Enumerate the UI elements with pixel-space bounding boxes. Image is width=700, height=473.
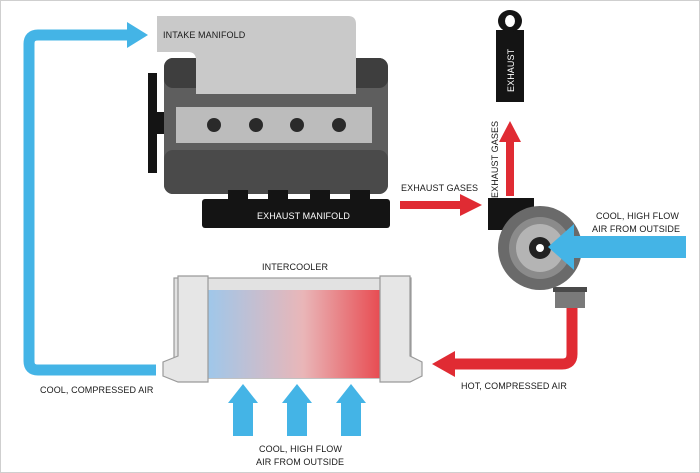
cool-air-arrow-2 bbox=[282, 384, 312, 436]
intake-manifold bbox=[157, 16, 356, 94]
cylinder-2 bbox=[249, 118, 263, 132]
compressor-outlet bbox=[555, 288, 585, 308]
cool-air-arrow-1 bbox=[228, 384, 258, 436]
hot-compressed-air-label: HOT, COMPRESSED AIR bbox=[461, 381, 567, 391]
cool-air-right-label-line2: AIR FROM OUTSIDE bbox=[592, 224, 680, 234]
cylinder-4 bbox=[332, 118, 346, 132]
cool-air-bottom-label-line1: COOL, HIGH FLOW bbox=[259, 444, 342, 454]
cool-air-intake-arrow bbox=[548, 224, 686, 270]
bottom-cool-air-arrows bbox=[228, 384, 366, 436]
exhaust-pipe bbox=[496, 10, 524, 102]
intercooler-right-tank bbox=[379, 275, 423, 383]
cool-compressed-air-label: COOL, COMPRESSED AIR bbox=[40, 385, 154, 395]
engine-pulley bbox=[148, 73, 157, 173]
cool-air-arrow-3 bbox=[336, 384, 366, 436]
cylinder-3 bbox=[290, 118, 304, 132]
cool-air-return-line bbox=[23, 22, 156, 376]
intake-manifold-label: INTAKE MANIFOLD bbox=[163, 30, 246, 40]
intercooler-left-tank bbox=[162, 275, 209, 383]
exhaust-up-arrow bbox=[499, 121, 521, 196]
engine: INTAKE MANIFOLD EXHAUST MANIFOLD bbox=[148, 16, 390, 228]
exhaust-gases-vertical-label: EXHAUST GASES bbox=[490, 121, 500, 198]
exhaust-label: EXHAUST bbox=[506, 48, 516, 92]
exhaust-gases-arrow bbox=[400, 194, 482, 216]
exhaust-manifold bbox=[202, 199, 390, 228]
cool-air-bottom-label-line2: AIR FROM OUTSIDE bbox=[256, 457, 344, 467]
exhaust-manifold-label: EXHAUST MANIFOLD bbox=[257, 211, 350, 221]
intercooler-fins bbox=[206, 296, 382, 368]
intercooler bbox=[162, 275, 423, 383]
turbocharger bbox=[488, 198, 587, 308]
exhaust-gases-label: EXHAUST GASES bbox=[401, 183, 478, 193]
hot-air-line bbox=[432, 308, 578, 377]
cylinder-1 bbox=[207, 118, 221, 132]
cool-air-right-label-line1: COOL, HIGH FLOW bbox=[596, 211, 679, 221]
intercooler-label: INTERCOOLER bbox=[262, 262, 329, 272]
